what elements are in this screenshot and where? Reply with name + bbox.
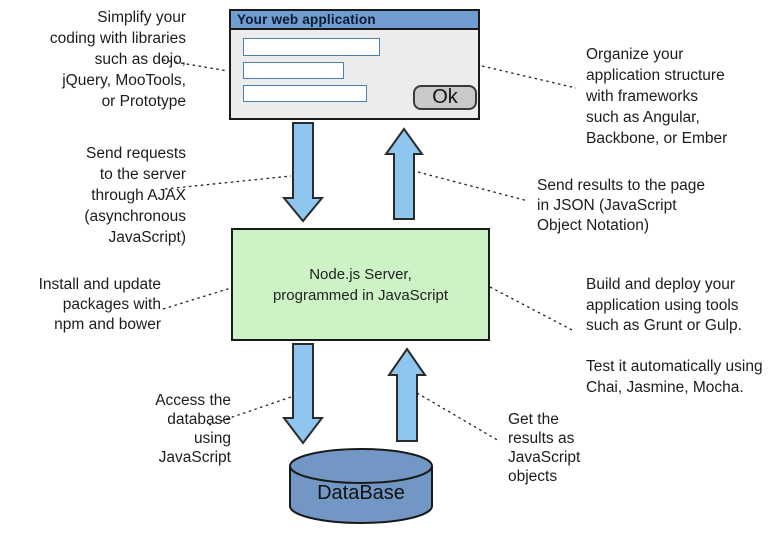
window-titlebar[interactable]: Your web application (231, 11, 478, 30)
database-label: DataBase (317, 482, 405, 504)
arrow-up-server-to-browser (384, 127, 424, 220)
arrow-down-server-to-database (281, 343, 325, 445)
ok-button[interactable]: Ok (413, 85, 477, 110)
web-application-window: Your web application Ok (229, 9, 480, 120)
connector-organize (481, 65, 577, 89)
connector-npm (162, 287, 232, 310)
arrow-down-browser-to-server (281, 122, 325, 223)
connector-get-results (416, 392, 500, 442)
note-simplify-libraries: Simplify your coding with libraries such… (49, 9, 186, 110)
connector-json (417, 171, 529, 202)
connector-build (489, 286, 575, 332)
note-json-results: Send results to the page in JSON (JavaSc… (537, 177, 706, 234)
arrow-up-database-to-server (387, 347, 427, 442)
nodejs-server-box: Node.js Server, programmed in JavaScript (231, 228, 490, 341)
dotted-connector-lines (162, 59, 577, 442)
database-cylinder-top (289, 448, 433, 484)
form-field-3[interactable] (243, 85, 367, 102)
connector-simplify (162, 59, 229, 72)
database-cylinder (289, 448, 433, 524)
form-field-1[interactable] (243, 38, 380, 56)
note-get-js-objects: Get the results as JavaScript objects (508, 411, 581, 485)
connector-access-db (208, 396, 292, 426)
note-npm-bower: Install and update packages with npm and… (38, 276, 161, 333)
note-ajax-requests: Send requests to the server through AJAX… (84, 145, 186, 246)
note-organize-frameworks: Organize your application structure with… (586, 46, 728, 147)
form-field-2[interactable] (243, 62, 344, 79)
note-build-test-tools: Build and deploy your application using … (586, 276, 763, 396)
note-access-database: Access the database using JavaScript (155, 392, 231, 466)
